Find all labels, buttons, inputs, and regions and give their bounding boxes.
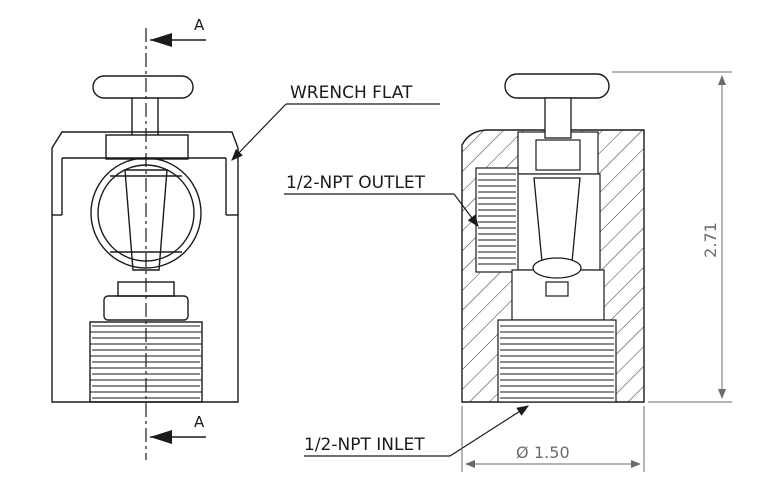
height-dimension	[612, 71, 732, 403]
callout-outlet: 1/2-NPT OUTLET	[284, 173, 479, 227]
outlet-label: 1/2-NPT OUTLET	[286, 173, 426, 193]
front-view	[51, 75, 239, 403]
height-value: 2.71	[701, 222, 720, 258]
section-marker-top: A	[150, 16, 206, 47]
inlet-label: 1/2-NPT INLET	[304, 435, 425, 455]
diameter-dimension	[461, 406, 645, 472]
wrench-flat-label: WRENCH FLAT	[290, 83, 413, 103]
section-view-threads	[478, 173, 614, 399]
section-label-bottom: A	[194, 413, 205, 431]
callout-inlet: 1/2-NPT INLET	[304, 405, 530, 457]
section-label-top: A	[194, 16, 205, 34]
diameter-symbol: Ø	[516, 443, 529, 462]
callout-wrench-flat: WRENCH FLAT	[231, 83, 440, 161]
section-marker-bottom: A	[150, 413, 206, 444]
section-view	[461, 73, 645, 403]
diameter-value: 1.50	[534, 443, 570, 462]
